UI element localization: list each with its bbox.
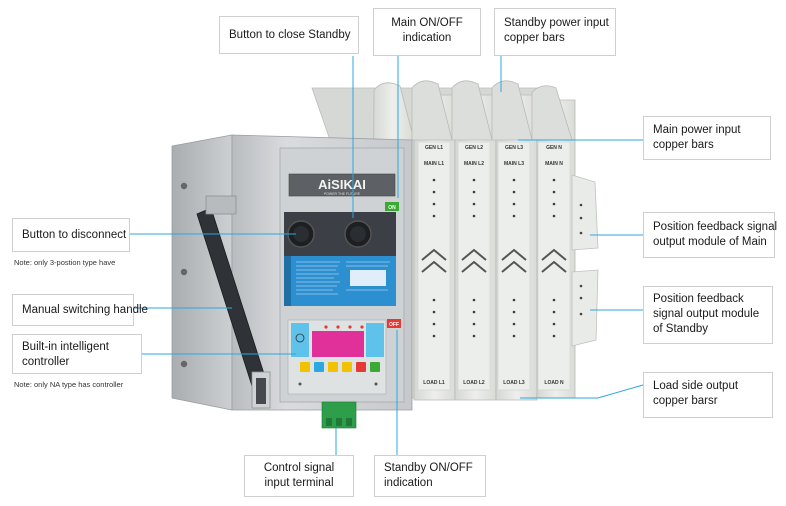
callout-text: input terminal [264,477,334,489]
pole-main-label: MAIN N [545,161,563,167]
callout-close-standby: Button to close Standby [219,16,359,54]
callout-text: of Standby [653,323,708,335]
control-terminal [321,401,357,429]
callout-text: Main ON/OFF [391,17,463,29]
note-disconnect: Note: only 3-postion type have [14,258,116,267]
pole-load-label: LOAD L3 [503,380,525,386]
pole-top-label: GEN N [546,145,562,151]
callout-text: Load side output [653,380,739,392]
callout-main-bars: Main power input copper bars [643,116,771,160]
callout-text: Main power input [653,124,741,136]
callout-main-onoff: Main ON/OFF indication [373,8,481,56]
manual-handle[interactable] [196,195,271,409]
callout-text: indication [402,32,452,44]
pole-dots [432,178,556,338]
callout-text: Position feedback [653,293,744,305]
callout-text: copper barsr [653,395,718,407]
info-panel [284,256,396,306]
svg-text:ON: ON [388,205,396,211]
callout-text: Button to close Standby [229,29,351,41]
pole-main-label: MAIN L2 [464,161,484,167]
pole-top-label: GEN L2 [465,145,483,151]
callout-disconnect: Button to disconnect [12,218,130,252]
brand-tagline: POWER THE FUTURE [324,192,361,196]
callout-text: Standby ON/OFF [384,462,473,474]
pole-load-label: LOAD L1 [423,380,445,386]
callout-standby-bars: Standby power input copper bars [494,8,616,56]
callout-text: controller [22,356,70,368]
callout-text: Position feedback signal [653,221,778,233]
pole-main-label: MAIN L1 [424,161,444,167]
on-indicator: ON [385,202,399,211]
callout-text: copper bars [504,32,565,44]
callout-feedback-main: Position feedback signal output module o… [643,212,778,258]
callout-text: Manual switching handle [22,304,148,316]
pole-faces [417,141,571,391]
pole-top-label: GEN L1 [425,145,443,151]
brand-plate: AiSIKAI POWER THE FUTURE [288,173,396,197]
pole-load-label: LOAD N [544,380,564,386]
callout-feedback-standby: Position feedback signal output module o… [643,286,773,344]
callout-text: signal output module [653,308,760,320]
feedback-module-standby [571,269,599,347]
callout-handle: Manual switching handle [12,294,148,326]
callout-text: Button to disconnect [22,229,127,241]
pole-main-label: MAIN L3 [504,161,524,167]
feedback-module-main [571,174,599,251]
note-controller: Note: only NA type has controller [14,380,124,389]
callout-controller: Built-in intelligent controller [12,334,142,374]
callout-control-terminal: Control signal input terminal [244,455,354,497]
close-standby-button[interactable] [344,220,372,248]
callout-text: copper bars [653,139,714,151]
off-indicator: OFF [387,319,401,328]
leader-lines [130,56,644,455]
pole-load-label: LOAD L2 [463,380,485,386]
pole-top-label: GEN L3 [505,145,523,151]
disconnect-button[interactable] [284,212,396,260]
brand-logo: AiSIKAI [318,177,366,192]
callout-text: output module of Main [653,236,767,248]
callout-text: Standby power input [504,17,609,29]
callout-load-bars: Load side output copper barsr [643,372,773,418]
pole-chevrons [421,248,567,273]
callout-standby-onoff: Standby ON/OFF indication [374,455,486,497]
svg-text:OFF: OFF [389,322,399,328]
callout-text: Built-in intelligent [22,341,109,353]
controller-panel [287,319,387,395]
callout-text: Control signal [263,462,335,474]
callout-text: indication [384,477,433,489]
pole-labels: GEN L1 GEN L2 GEN L3 GEN N MAIN L1 MAIN … [423,145,564,386]
